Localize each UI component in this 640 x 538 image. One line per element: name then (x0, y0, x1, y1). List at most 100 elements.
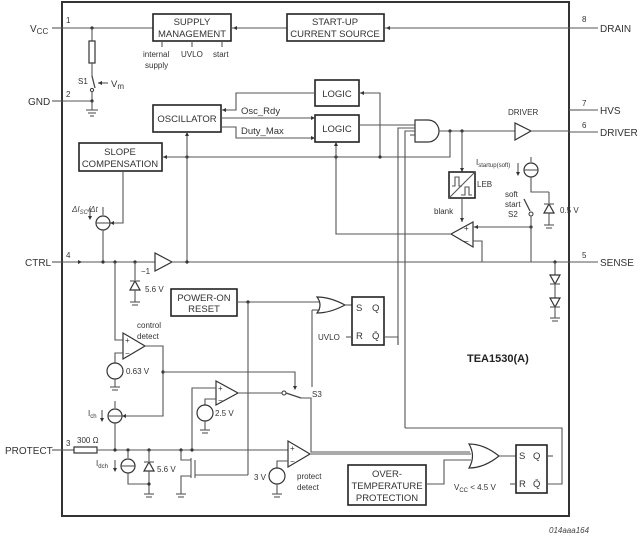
sr-flipflop-top: S R Q Q̄ (351, 296, 385, 346)
svg-text:supply: supply (145, 61, 168, 70)
svg-text:300 Ω: 300 Ω (77, 436, 99, 445)
svg-text:CTRL: CTRL (25, 258, 52, 269)
sense-diodes-icon (548, 262, 562, 322)
svg-text:7: 7 (582, 99, 587, 108)
figure-id: 014aaa164 (549, 526, 590, 535)
and-gate (414, 119, 440, 143)
svg-text:R: R (519, 479, 526, 490)
svg-text:detect: detect (137, 332, 160, 341)
svg-text:S: S (356, 303, 362, 314)
svg-text:DRAIN: DRAIN (600, 24, 631, 35)
comparator-25v: + − (215, 379, 240, 407)
svg-text:POWER-ON: POWER-ON (177, 293, 230, 304)
svg-text:detect: detect (297, 483, 320, 492)
control-detect-label: control (137, 321, 161, 330)
duty-max-label: Duty_Max (241, 126, 284, 137)
uvlo-reset-label: UVLO (318, 333, 340, 342)
switch-s3-icon (281, 390, 302, 399)
svg-text:5.6 V: 5.6 V (145, 285, 164, 294)
vm-resistor-switch: S1 Vm (78, 28, 124, 101)
svg-text:SUPPLY: SUPPLY (174, 17, 211, 28)
svg-text:PROTECTION: PROTECTION (356, 493, 418, 504)
discharge-mosfet (176, 450, 248, 498)
startup-current-source-block: START-UP CURRENT SOURCE (286, 13, 385, 42)
svg-text:START-UP: START-UP (312, 17, 358, 28)
pin-gnd: GND 2 (28, 90, 71, 108)
svg-text:0.63 V: 0.63 V (126, 367, 150, 376)
sr-flipflop-bottom: S R Q Q̄ (515, 444, 548, 494)
protect-detect-label: protect (297, 472, 322, 481)
svg-text:MANAGEMENT: MANAGEMENT (158, 29, 226, 40)
zener-05v-icon (542, 192, 556, 229)
svg-text:−: − (464, 237, 469, 246)
svg-text:+: + (125, 336, 130, 345)
start-output-label: start (213, 50, 229, 59)
svg-text:Q̄: Q̄ (372, 331, 379, 342)
svg-text:Q: Q (533, 451, 540, 462)
ground-icon (86, 101, 98, 117)
svg-text:+: + (218, 384, 223, 393)
svg-text:5.6 V: 5.6 V (157, 465, 176, 474)
uvlo-output-label: UVLO (181, 50, 203, 59)
oscillator-block: OSCILLATOR (152, 104, 222, 133)
svg-text:GND: GND (28, 97, 50, 108)
voltage-source-25v (196, 404, 214, 434)
svg-text:DRIVER: DRIVER (600, 128, 638, 139)
or-gate-bottom (467, 443, 500, 469)
soft-start-current-source (516, 157, 549, 193)
logic-block-mid: LOGIC (314, 114, 360, 143)
control-detect-comparator: + − (122, 331, 147, 361)
zener-protect-icon (142, 450, 156, 498)
svg-text:S: S (519, 451, 525, 462)
svg-text:Ich: Ich (88, 409, 97, 420)
zener-ctrl-icon (128, 262, 142, 306)
pin-hvs: HVS 7 (569, 99, 621, 117)
svg-text:−: − (290, 457, 295, 466)
pin-vcc: VCC 1 (30, 16, 71, 36)
svg-text:−: − (125, 349, 130, 358)
svg-text:LOGIC: LOGIC (322, 89, 352, 100)
slope-compensation-block: SLOPE COMPENSATION (78, 142, 163, 172)
pin-protect: PROTECT 3 (5, 439, 71, 457)
svg-text:2: 2 (66, 90, 71, 99)
svg-text:ΔISC/Δt: ΔISC/Δt (71, 205, 99, 216)
svg-text:VCC < 4.5 V: VCC < 4.5 V (454, 483, 496, 494)
svg-text:SENSE: SENSE (600, 258, 634, 269)
svg-text:CURRENT SOURCE: CURRENT SOURCE (290, 29, 380, 40)
osc-rdy-label: Osc_Rdy (241, 106, 280, 117)
power-on-reset-block: POWER-ON RESET (170, 288, 238, 317)
svg-text:S1: S1 (78, 77, 88, 86)
chip-name: TEA1530(A) (467, 353, 529, 365)
pin-driver: DRIVER 6 (569, 121, 638, 139)
svg-text:SLOPE: SLOPE (104, 147, 136, 158)
driver-buffer-label: DRIVER (508, 108, 538, 117)
supply-management-block: SUPPLY MANAGEMENT (152, 13, 232, 42)
chip-outline (61, 1, 570, 517)
svg-text:Q: Q (372, 303, 379, 314)
svg-text:VCC: VCC (30, 24, 48, 36)
ich-current-source (100, 401, 123, 450)
svg-text:Idch: Idch (96, 459, 108, 470)
svg-text:OVER-: OVER- (372, 469, 402, 480)
pin-ctrl: CTRL 4 (25, 251, 71, 269)
pin-drain: DRAIN 8 (569, 15, 631, 35)
svg-text:+: + (290, 444, 295, 453)
svg-text:S3: S3 (312, 390, 322, 399)
over-temperature-block: OVER- TEMPERATURE PROTECTION (347, 464, 427, 506)
soft-start-label: soft (505, 190, 519, 199)
svg-text:4: 4 (66, 251, 71, 260)
svg-text:OSCILLATOR: OSCILLATOR (157, 114, 216, 125)
voltage-source-3v (268, 467, 286, 498)
svg-text:−1: −1 (141, 267, 151, 276)
svg-text:−: − (218, 396, 223, 405)
voltage-source-063 (106, 362, 124, 391)
svg-text:8: 8 (582, 15, 587, 24)
slope-current-source-icon (88, 207, 111, 262)
svg-text:LOGIC: LOGIC (322, 124, 352, 135)
svg-text:2.5 V: 2.5 V (215, 409, 234, 418)
svg-text:Vm: Vm (111, 79, 124, 91)
svg-text:6: 6 (582, 121, 587, 130)
svg-text:3: 3 (66, 439, 71, 448)
svg-text:S2: S2 (508, 210, 518, 219)
